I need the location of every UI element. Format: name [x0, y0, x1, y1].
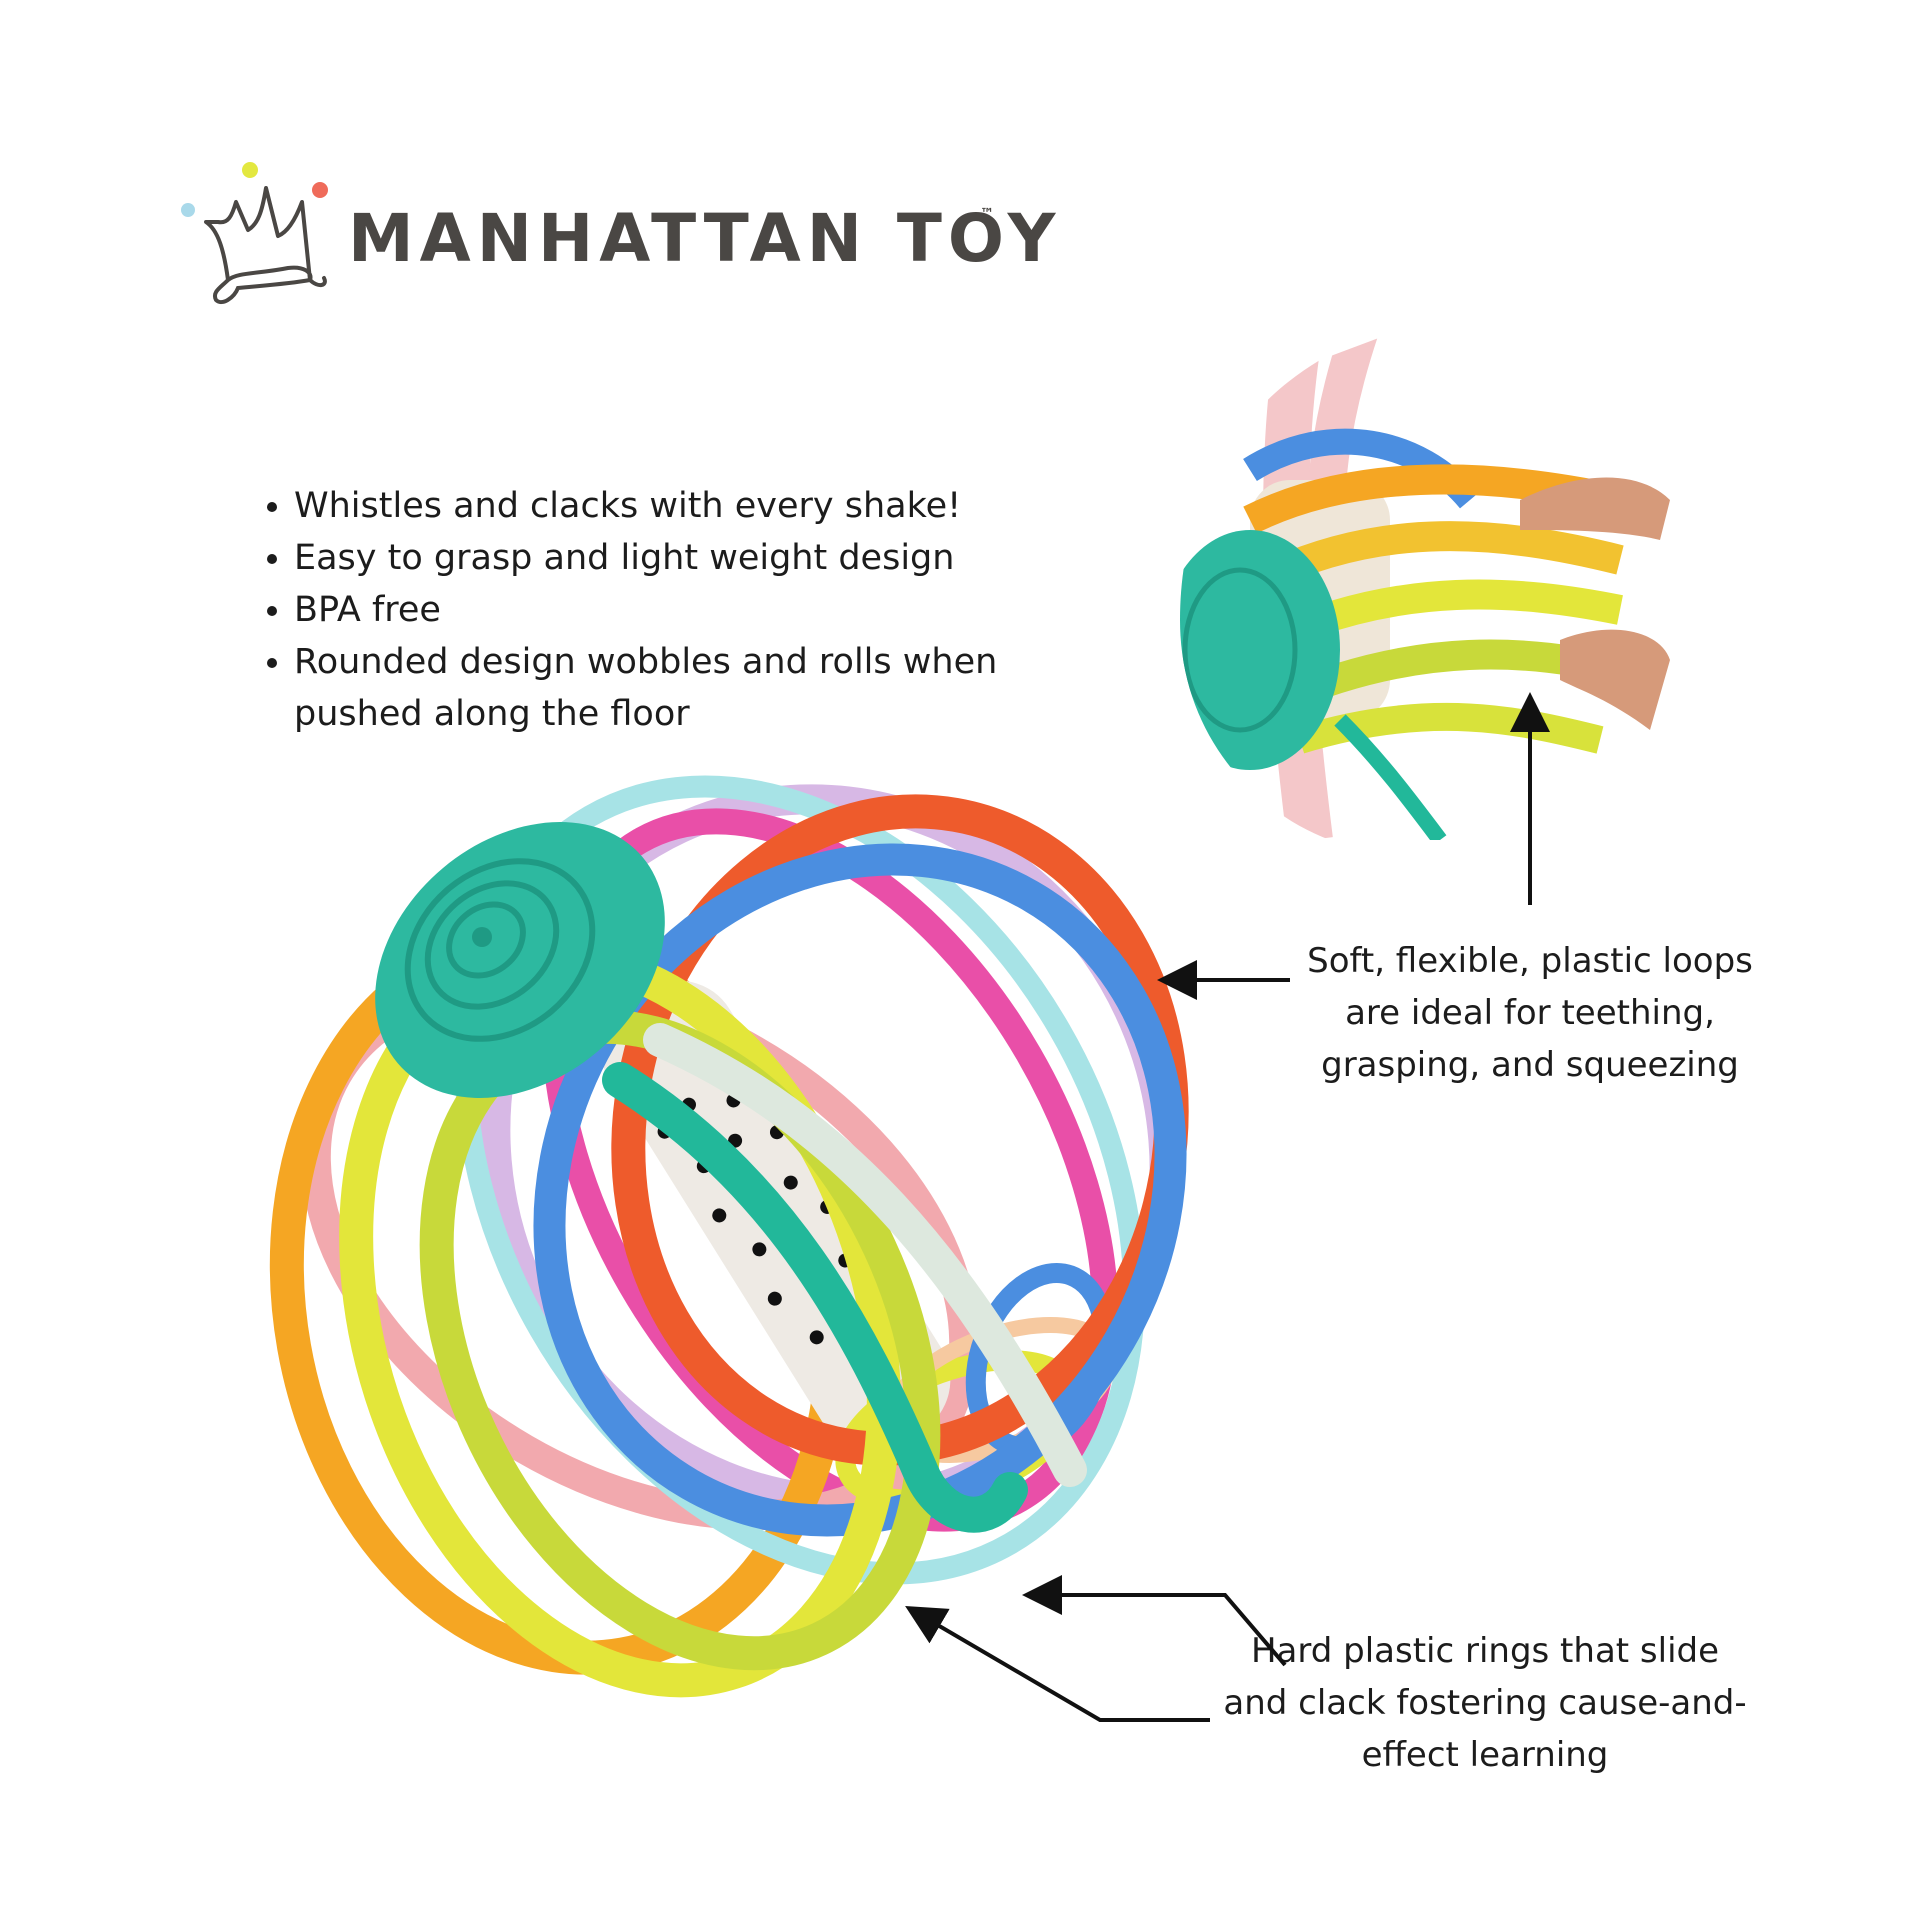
- logo-dot-blue: [181, 203, 195, 217]
- feature-item: Whistles and clacks with every shake!: [294, 480, 1054, 532]
- loops-callout-line: Soft, flexible, plastic loops: [1307, 941, 1753, 981]
- crown-icon: [181, 162, 328, 305]
- loops-callout-line: are ideal for teething,: [1345, 993, 1715, 1033]
- loop-aqua: [454, 775, 1146, 1585]
- loops-callout-line: grasping, and squeezing: [1321, 1045, 1739, 1085]
- toy-ball-closeup-image: [1180, 330, 1700, 840]
- feature-item: BPA free: [294, 584, 1054, 636]
- rings-callout-line: Hard plastic rings that slide: [1250, 1631, 1720, 1671]
- loop-white: [643, 1023, 1087, 1487]
- callout-arrows: [905, 692, 1550, 1722]
- rings-callout: Hard plastic rings that slide and clack …: [1220, 1625, 1750, 1781]
- rings-callout-line: and clack fostering cause-and-: [1223, 1683, 1747, 1723]
- teal-hub: [375, 822, 665, 1098]
- toy-ball-main-image: [269, 775, 1189, 1698]
- arrow-rings-lower: [905, 1605, 1210, 1722]
- feature-list: Whistles and clacks with every shake! Ea…: [258, 480, 1054, 740]
- feature-item: Rounded design wobbles and rolls when pu…: [294, 636, 1054, 740]
- loops-callout: Soft, flexible, plastic loops are ideal …: [1290, 935, 1770, 1091]
- finger-top: [1520, 477, 1670, 540]
- logo-dot-red: [312, 182, 328, 198]
- arrow-rings-upper: [1022, 1575, 1287, 1667]
- logo-dot-yellow: [242, 162, 258, 178]
- trademark-symbol: ™: [980, 206, 994, 222]
- brand-logo: MANHATTAN TOY ™: [178, 160, 1055, 310]
- loop-teal: [602, 1062, 1028, 1533]
- brand-name: MANHATTAN TOY: [348, 200, 1062, 277]
- feature-item: Easy to grasp and light weight design: [294, 532, 1054, 584]
- rings-callout-line: effect learning: [1361, 1735, 1609, 1775]
- finger-bottom: [1560, 629, 1670, 730]
